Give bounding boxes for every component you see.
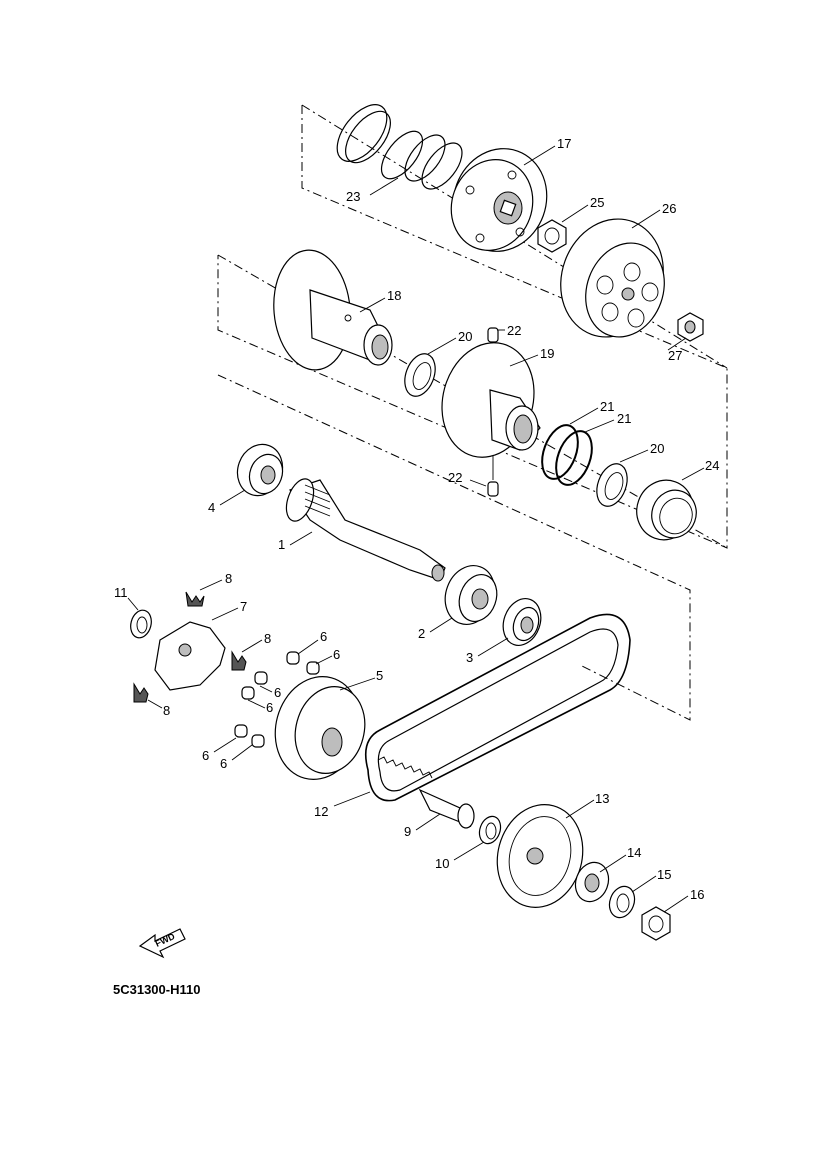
part-25-nut xyxy=(537,219,567,253)
callout-6a: 6 xyxy=(320,629,327,644)
part-2-bearing xyxy=(444,565,498,625)
callout-6f: 6 xyxy=(220,756,227,771)
callout-labels: 1 2 3 4 5 6 6 6 6 6 6 7 8 xyxy=(114,136,719,913)
part-19-sliding-sheave xyxy=(441,342,541,458)
callout-2: 2 xyxy=(418,626,425,641)
part-8-slider-top xyxy=(185,591,205,607)
part-11-washer xyxy=(130,609,152,639)
callout-10: 10 xyxy=(435,856,449,871)
callout-20b: 20 xyxy=(650,441,664,456)
part-3-seal xyxy=(502,598,542,646)
callout-24: 24 xyxy=(705,458,719,473)
part-17-clutch-carrier xyxy=(450,148,548,252)
part-13-fan-sheave xyxy=(496,804,584,908)
part-10-washer xyxy=(478,815,502,845)
part-7-ramp-plate xyxy=(154,621,226,691)
callout-8c: 8 xyxy=(163,703,170,718)
callout-17: 17 xyxy=(557,136,571,151)
callout-21b: 21 xyxy=(617,411,631,426)
part-20-oil-seal-lower xyxy=(596,463,628,507)
callout-8b: 8 xyxy=(264,631,271,646)
part-22-guide-pin-lower xyxy=(487,481,499,497)
part-4-bearing xyxy=(236,443,284,497)
callout-6d: 6 xyxy=(266,700,273,715)
part-18-secondary-sheave xyxy=(273,249,393,371)
callout-7: 7 xyxy=(240,599,247,614)
callout-13: 13 xyxy=(595,791,609,806)
callout-23: 23 xyxy=(346,189,360,204)
callout-5: 5 xyxy=(376,668,383,683)
callout-20a: 20 xyxy=(458,329,472,344)
callout-1: 1 xyxy=(278,537,285,552)
callout-8a: 8 xyxy=(225,571,232,586)
part-16-nut xyxy=(641,906,671,941)
part-9-collar xyxy=(418,788,475,829)
part-8-slider-mid xyxy=(231,650,247,671)
part-1-primary-shaft xyxy=(285,478,446,582)
callout-12: 12 xyxy=(314,804,328,819)
part-5-sliding-sheave xyxy=(274,676,366,780)
callout-6e: 6 xyxy=(202,748,209,763)
callout-15: 15 xyxy=(657,867,671,882)
callout-19: 19 xyxy=(540,346,554,361)
part-24-seal-cap xyxy=(636,479,697,541)
part-20-oil-seal-upper xyxy=(404,353,436,397)
callout-22b: 22 xyxy=(448,470,462,485)
callout-4: 4 xyxy=(208,500,215,515)
part-26-clutch-housing xyxy=(560,218,665,338)
callout-14: 14 xyxy=(627,845,641,860)
callout-6c: 6 xyxy=(274,685,281,700)
callout-21a: 21 xyxy=(600,399,614,414)
part-21-o-rings xyxy=(541,424,593,486)
callout-22a: 22 xyxy=(507,323,521,338)
part-catalog-code: 5C31300-H110 xyxy=(113,982,201,997)
callout-18: 18 xyxy=(387,288,401,303)
callout-26: 26 xyxy=(662,201,676,216)
forward-direction-arrow: FWD xyxy=(138,928,186,959)
callout-9: 9 xyxy=(404,824,411,839)
part-23-spring xyxy=(336,104,463,190)
callout-6b: 6 xyxy=(333,647,340,662)
callout-25: 25 xyxy=(590,195,604,210)
part-12-v-belt xyxy=(364,613,631,802)
part-6-weights xyxy=(234,651,320,748)
callout-3: 3 xyxy=(466,650,473,665)
part-15-washer xyxy=(608,885,636,919)
callout-16: 16 xyxy=(690,887,704,902)
part-27-nut xyxy=(677,312,704,342)
callout-11: 11 xyxy=(114,585,128,600)
part-8-slider-bottom xyxy=(133,682,149,703)
callout-27: 27 xyxy=(668,348,682,363)
